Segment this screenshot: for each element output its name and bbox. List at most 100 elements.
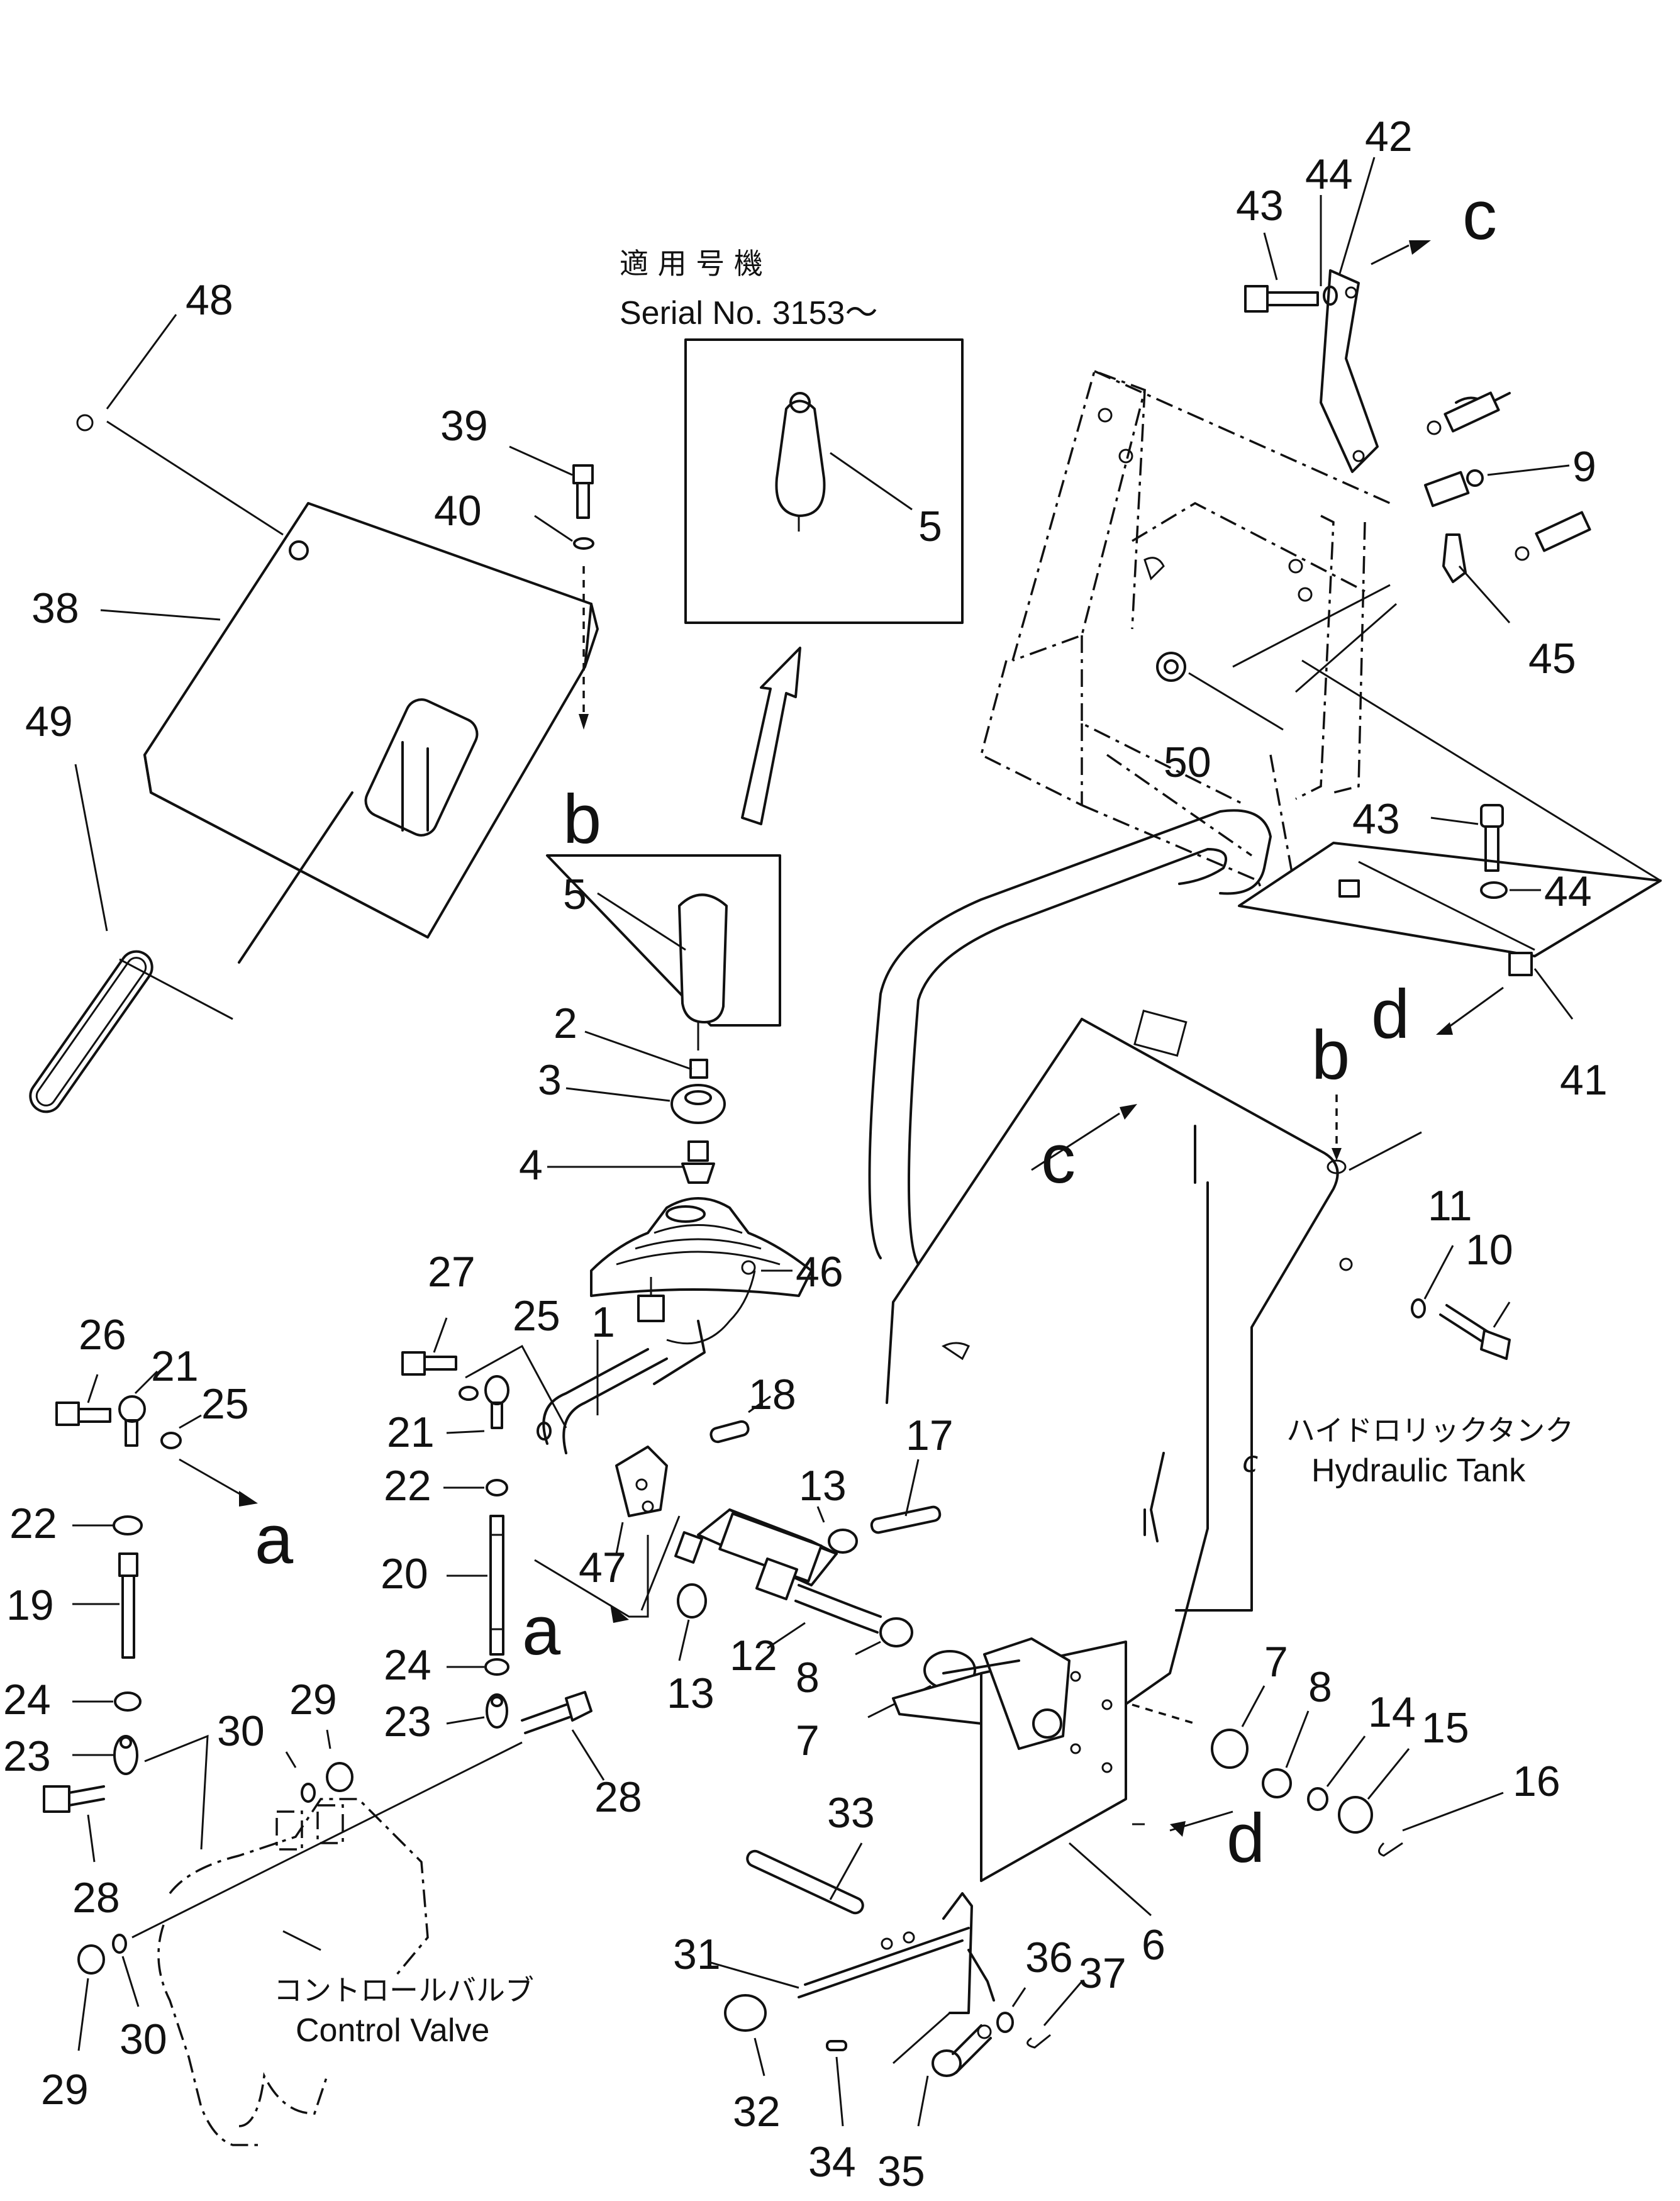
bush-13a <box>816 1506 858 1554</box>
inset-title-en: Serial No. 3153～ <box>620 295 877 332</box>
part-label-14: 14 <box>1368 1688 1416 1736</box>
part-label-34: 34 <box>808 2138 856 2186</box>
part-label-23-left: 23 <box>3 1732 51 1780</box>
nut-29a <box>326 1729 353 1792</box>
part-label-48: 48 <box>186 276 233 324</box>
plug-48 <box>76 414 94 432</box>
bolt-43b <box>1430 804 1541 899</box>
washer-8b <box>1262 1710 1310 1798</box>
pin-34 <box>826 2040 847 2127</box>
part-label-7-right: 7 <box>1264 1638 1288 1686</box>
part-label-4: 4 <box>519 1141 543 1189</box>
knob-box <box>546 854 781 1050</box>
bracket-41 <box>1338 879 1574 1020</box>
part-label-2: 2 <box>554 1000 577 1047</box>
part-label-32: 32 <box>733 2088 781 2136</box>
arrow-d-top <box>1436 986 1504 1035</box>
part-label-17: 17 <box>906 1412 954 1459</box>
part-label-43-right: 43 <box>1352 795 1400 843</box>
part-label-33: 33 <box>827 1789 875 1837</box>
part-label-37: 37 <box>1079 1949 1126 1997</box>
callout-b-left: b <box>563 781 601 858</box>
rod-end-set-left <box>43 1370 258 1863</box>
valve-axis <box>131 1741 523 1939</box>
link-35 <box>917 2024 992 2127</box>
callout-c-top: c <box>1462 177 1497 254</box>
washer-36 <box>996 1987 1026 2033</box>
pin-17 <box>870 1459 942 1534</box>
part-label-22-center: 22 <box>384 1462 431 1510</box>
bush-13b <box>677 1583 707 1661</box>
boot-46 <box>590 1197 813 1297</box>
part-label-13-upper: 13 <box>799 1462 847 1510</box>
part-label-28-left: 28 <box>72 1874 120 1922</box>
part-label-23-center: 23 <box>384 1698 431 1746</box>
part-label-22-left: 22 <box>9 1500 57 1547</box>
pin-18 <box>709 1395 771 1444</box>
part-label-50: 50 <box>1164 738 1211 786</box>
shaft-33 <box>746 1842 864 1915</box>
part-label-25-left: 25 <box>201 1380 249 1428</box>
part-label-24-left: 24 <box>3 1676 51 1724</box>
bolt-39 <box>572 464 594 730</box>
control-valve <box>157 1798 429 2146</box>
part-label-18: 18 <box>748 1371 796 1418</box>
part-label-44-right: 44 <box>1544 867 1592 915</box>
guard-frame <box>868 809 1422 1719</box>
part-label-35: 35 <box>877 2148 925 2195</box>
part-label-39: 39 <box>440 402 488 450</box>
part-label-25-center: 25 <box>513 1292 560 1340</box>
fittings <box>1143 391 1591 623</box>
leader-48 <box>106 420 284 536</box>
part-label-26: 26 <box>79 1311 126 1359</box>
grip-49 <box>29 950 153 1113</box>
callout-b-right: b <box>1311 1017 1350 1094</box>
part-label-30-lower: 30 <box>120 2015 167 2063</box>
part-label-12: 12 <box>730 1632 777 1680</box>
part-label-28-center: 28 <box>594 1773 642 1821</box>
part-label-19: 19 <box>6 1581 54 1629</box>
part-label-36: 36 <box>1025 1934 1073 1981</box>
lever-stack <box>547 1030 726 1184</box>
inset-box <box>684 338 964 624</box>
inset-part-number: 5 <box>918 503 942 550</box>
hydraulic-tank <box>979 369 1662 957</box>
part-label-9: 9 <box>1572 443 1596 491</box>
part-label-29-upper: 29 <box>289 1676 337 1724</box>
arrow-a-center <box>534 1535 649 1623</box>
part-label-44-top: 44 <box>1305 150 1353 198</box>
part-label-16: 16 <box>1513 1758 1560 1805</box>
part-label-49: 49 <box>25 698 73 745</box>
part-label-6: 6 <box>1142 1921 1165 1969</box>
pin-16 <box>1378 1791 1504 1857</box>
callout-a-left: a <box>255 1501 294 1578</box>
part-label-38: 38 <box>31 584 79 632</box>
part-label-43-top: 43 <box>1236 182 1284 230</box>
lever-1 <box>542 1260 756 1554</box>
part-label-21-center: 21 <box>387 1408 435 1456</box>
bush-7b <box>1211 1685 1266 1769</box>
control-valve-label-jp: コントロールバルブ <box>274 1973 534 2007</box>
washer-14 <box>1307 1736 1366 1811</box>
part-label-8-right: 8 <box>1308 1663 1332 1711</box>
part-label-46: 46 <box>796 1248 843 1296</box>
washer-30b <box>112 1934 140 2007</box>
part-label-47: 47 <box>579 1544 626 1591</box>
part-label-1: 1 <box>591 1298 615 1346</box>
washer-8a <box>855 1617 913 1656</box>
part-label-42: 42 <box>1365 113 1413 160</box>
lever-31 <box>710 1892 995 2064</box>
part-label-5: 5 <box>563 871 587 918</box>
bolt-10 <box>1339 1245 1511 1360</box>
hydraulic-tank-label-en: Hydraulic Tank <box>1311 1452 1526 1489</box>
part-label-21-left: 21 <box>151 1342 199 1390</box>
rod-end-set-center <box>401 1317 605 1781</box>
part-label-3: 3 <box>538 1056 562 1104</box>
bracket-42 <box>1320 157 1431 473</box>
inset-title-jp: 適 用 号 機 <box>620 247 763 281</box>
pin-37 <box>1026 1981 1083 2049</box>
part-label-10: 10 <box>1466 1226 1513 1274</box>
part-label-30-upper: 30 <box>217 1707 265 1755</box>
part-label-45: 45 <box>1528 635 1576 683</box>
